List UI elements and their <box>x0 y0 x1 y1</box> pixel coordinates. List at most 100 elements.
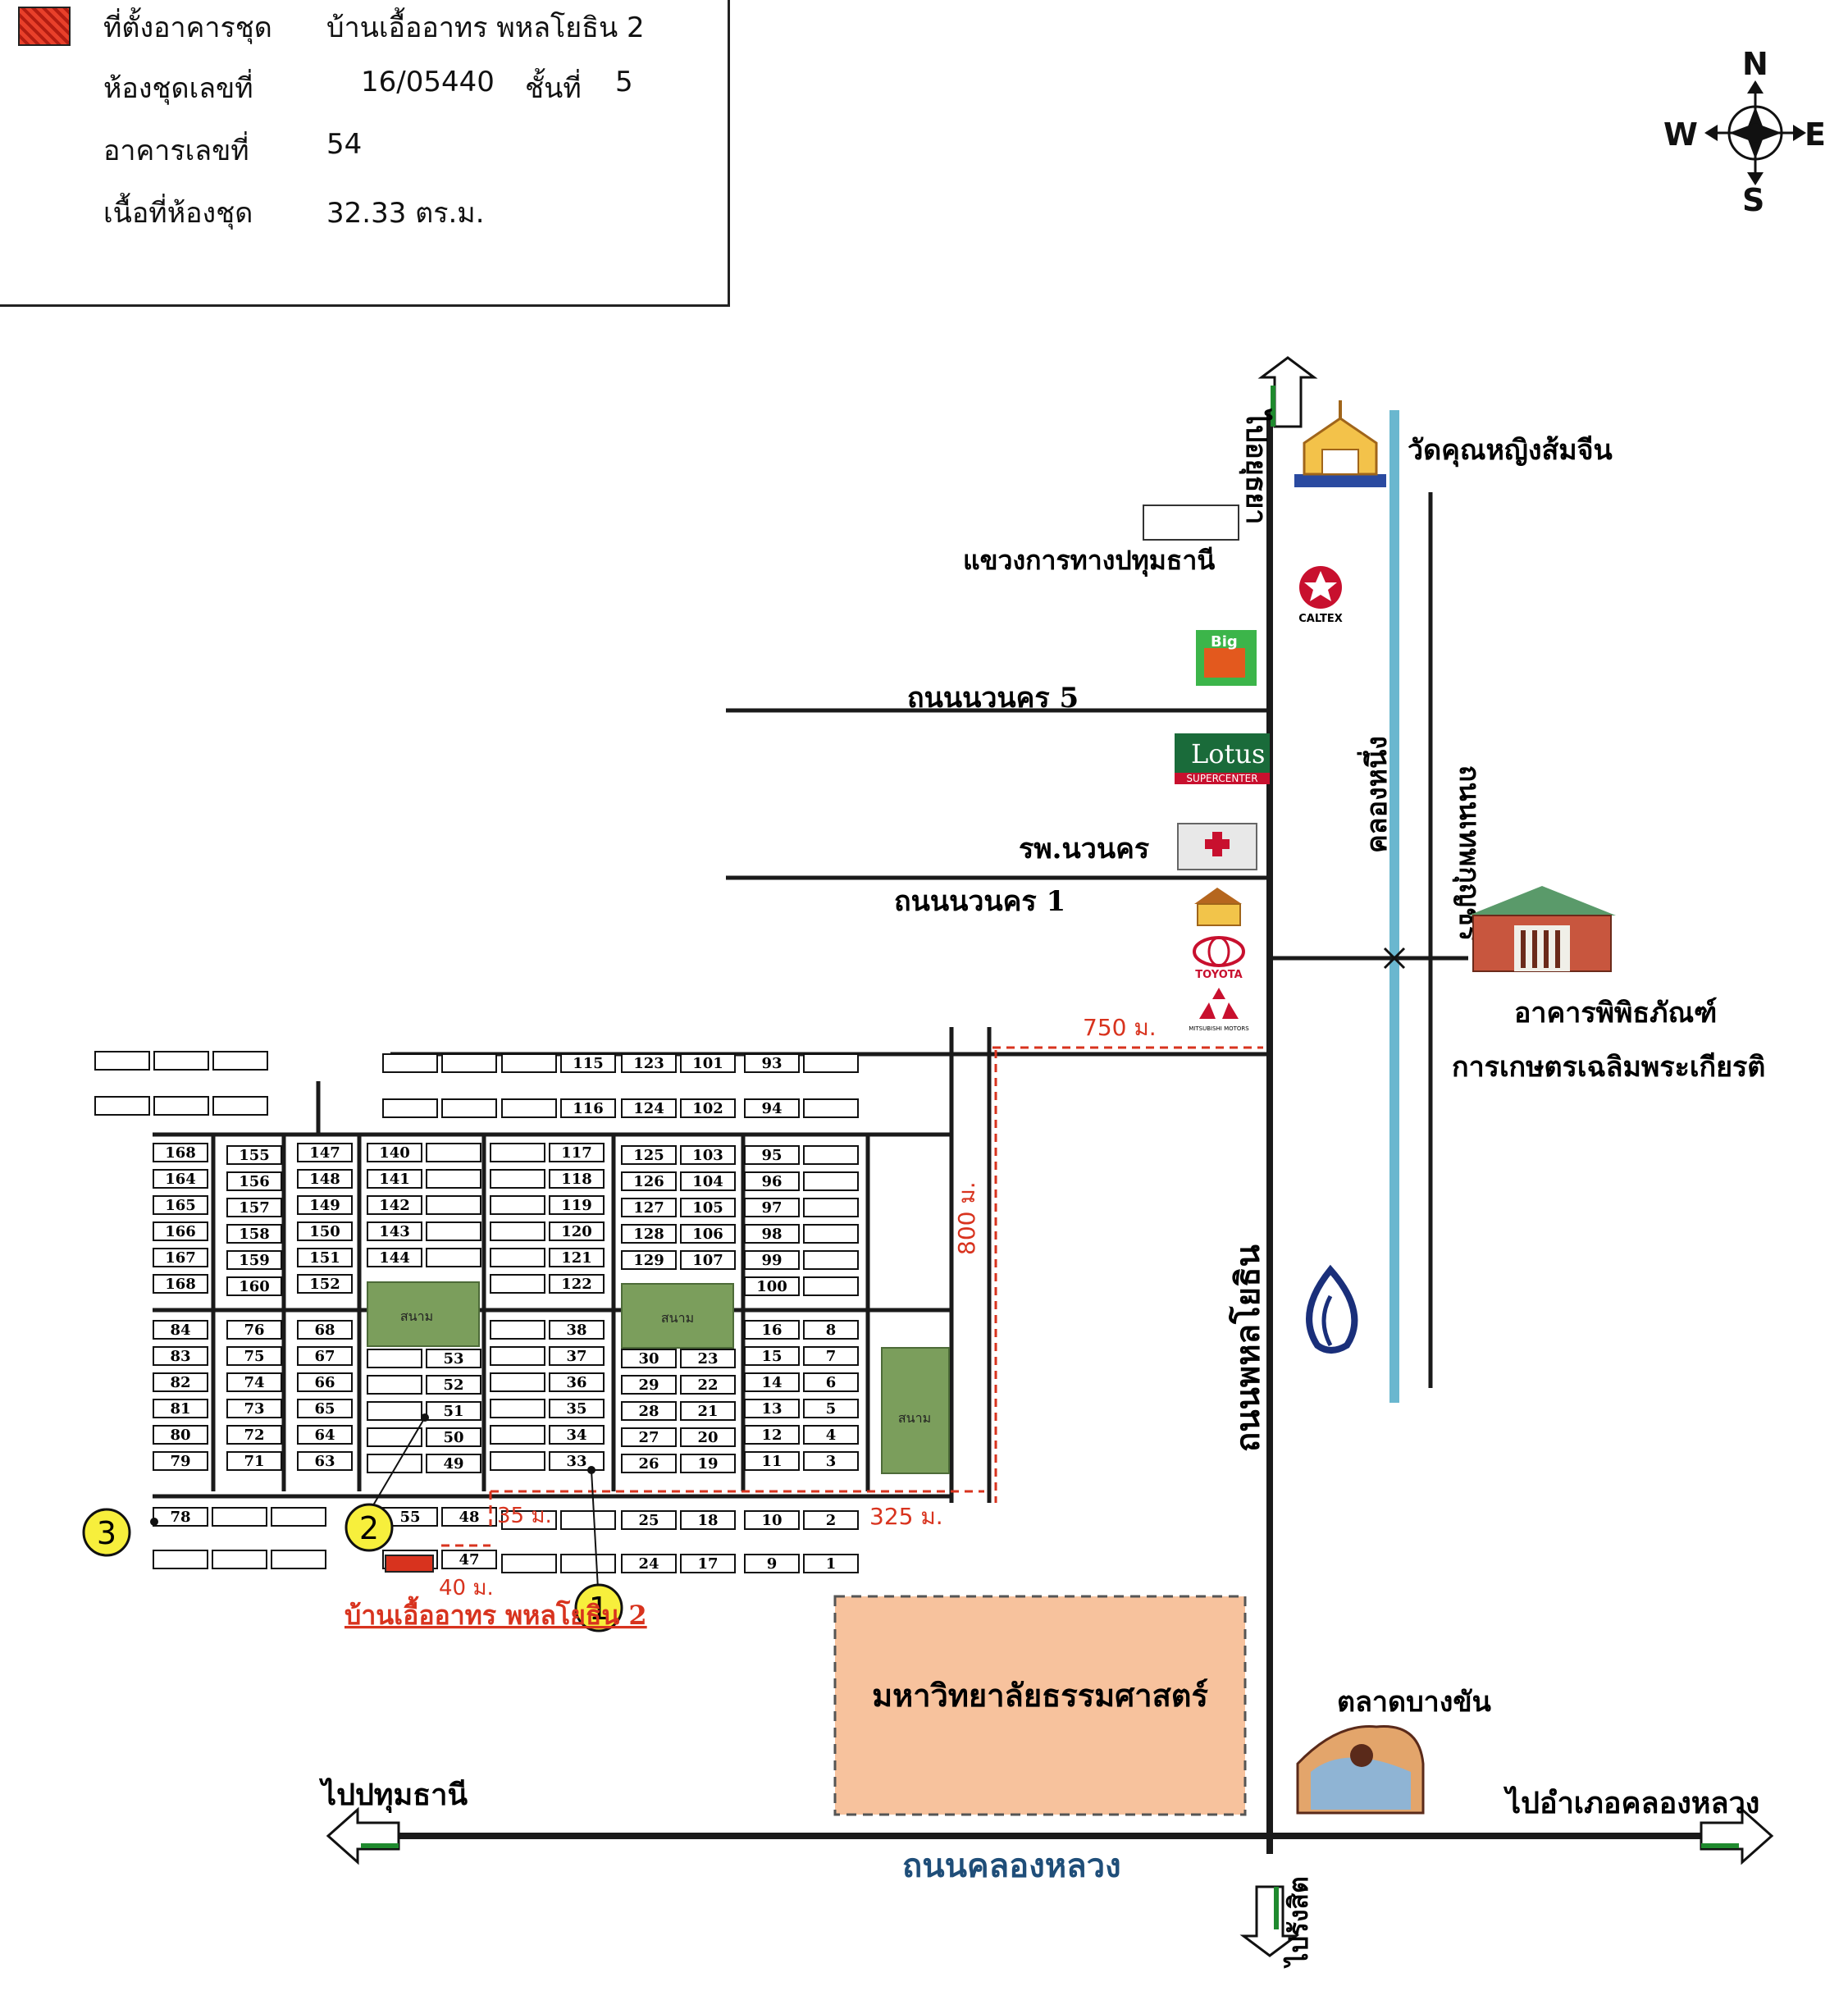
building-number: 120 <box>561 1223 592 1240</box>
legend-location-label: ที่ตั้งอาคารชุด <box>103 11 272 44</box>
building-block <box>426 1401 481 1421</box>
building-block <box>803 1098 859 1118</box>
building-number: 143 <box>379 1223 410 1240</box>
hospital-label: รพ.นวนคร <box>1019 833 1150 865</box>
building-block <box>744 1276 800 1296</box>
building-block <box>680 1375 736 1395</box>
svg-text:3: 3 <box>97 1515 116 1551</box>
building-block <box>621 1224 677 1244</box>
legend-unit-label: ห้องชุดเลขที่ <box>103 72 253 105</box>
building-number: 127 <box>633 1199 664 1217</box>
field-label: สนาม <box>661 1310 694 1326</box>
building-block <box>226 1451 282 1471</box>
building-number: 52 <box>443 1377 463 1394</box>
building-block <box>226 1276 282 1296</box>
building-number: 28 <box>638 1403 659 1420</box>
building-block <box>153 1451 208 1471</box>
arrow-to-ayutthaya-icon <box>1257 356 1318 428</box>
building-block <box>803 1372 859 1392</box>
building-number: 150 <box>309 1223 340 1240</box>
building-block <box>271 1550 326 1569</box>
building-block <box>153 1399 208 1418</box>
building-block <box>744 1346 800 1366</box>
building-block <box>212 1096 268 1116</box>
field-label: สนาม <box>400 1308 433 1324</box>
distance-750: 750 ม. <box>1083 1014 1157 1041</box>
building-block <box>297 1169 353 1189</box>
building-block <box>549 1195 605 1215</box>
building-block <box>490 1195 545 1215</box>
building-number: 49 <box>443 1455 463 1473</box>
museum-icon <box>1468 886 1616 972</box>
building-number: 6 <box>826 1374 837 1391</box>
building-number: 26 <box>638 1455 659 1473</box>
building-number: 166 <box>165 1223 196 1240</box>
bank-logo-icon <box>1306 1264 1358 1354</box>
building-number: 8 <box>826 1322 837 1339</box>
building-block <box>153 1096 209 1116</box>
project-label: บ้านเอื้ออาทร พหลโยธิน 2 <box>345 1596 647 1631</box>
building-number: 1 <box>826 1555 837 1573</box>
toyota-icon: TOYOTA <box>1193 936 1245 981</box>
building-number: 37 <box>566 1348 586 1365</box>
building-block <box>212 1550 267 1569</box>
building-number: 34 <box>566 1427 586 1444</box>
building-block <box>744 1250 800 1270</box>
building-number: 36 <box>566 1374 586 1391</box>
building-block <box>803 1171 859 1191</box>
svg-text:2: 2 <box>359 1510 379 1546</box>
building-number: 83 <box>170 1348 190 1365</box>
building-block <box>744 1372 800 1392</box>
building-number: 98 <box>761 1226 782 1243</box>
building-block <box>803 1451 859 1471</box>
building-block <box>367 1401 422 1421</box>
building-number: 122 <box>561 1276 592 1293</box>
svg-text:1: 1 <box>589 1591 609 1627</box>
building-block <box>621 1145 677 1165</box>
building-number: 21 <box>697 1403 718 1420</box>
building-number: 165 <box>165 1197 196 1214</box>
building-block <box>501 1098 557 1118</box>
building-block <box>153 1221 208 1241</box>
building-block <box>803 1399 859 1418</box>
building-block <box>153 1372 208 1392</box>
building-number: 72 <box>244 1427 264 1444</box>
building-block <box>621 1427 677 1447</box>
building-block <box>680 1224 736 1244</box>
legend-box: ที่ตั้งอาคารชุด บ้านเอื้ออาทร พหลโยธิน 2… <box>0 0 730 307</box>
building-number: 27 <box>638 1429 659 1446</box>
building-number: 116 <box>573 1100 604 1117</box>
building-number: 94 <box>761 1100 782 1117</box>
building-block <box>297 1425 353 1445</box>
building-block <box>549 1169 605 1189</box>
museum-label-line1: อาคารพิพิธภัณฑ์ <box>1514 997 1717 1030</box>
building-block <box>212 1051 268 1071</box>
building-number: 65 <box>314 1400 335 1418</box>
building-number: 148 <box>309 1171 340 1188</box>
building-block <box>297 1399 353 1418</box>
market-label: ตลาดบางขัน <box>1337 1686 1491 1719</box>
road-label-khlong-luang: ถนนคลองหลวง <box>902 1847 1121 1885</box>
legend-building-label: อาคารเลขที่ <box>103 135 249 167</box>
road-label-phahonyothin: ถนนพหลโยธิน <box>1229 1244 1267 1452</box>
building-number: 107 <box>692 1252 723 1269</box>
building-block <box>367 1375 422 1395</box>
building-block <box>680 1171 736 1191</box>
building-number: 100 <box>756 1278 787 1295</box>
building-block <box>297 1248 353 1267</box>
field-area <box>367 1281 480 1347</box>
building-number: 51 <box>443 1403 463 1420</box>
building-block <box>680 1510 736 1530</box>
university-label: มหาวิทยาลัยธรรมศาสตร์ <box>872 1677 1208 1714</box>
building-block <box>744 1053 800 1073</box>
building-number: 5 <box>826 1400 837 1418</box>
building-block <box>803 1053 859 1073</box>
legend-swatch <box>18 7 71 46</box>
mitsubishi-icon: MITSUBISHI MOTORS <box>1189 988 1249 1032</box>
building-block <box>426 1169 481 1189</box>
building-block <box>297 1451 353 1471</box>
building-number: 159 <box>239 1252 270 1269</box>
building-number: 23 <box>697 1350 718 1367</box>
building-number: 93 <box>761 1055 782 1072</box>
